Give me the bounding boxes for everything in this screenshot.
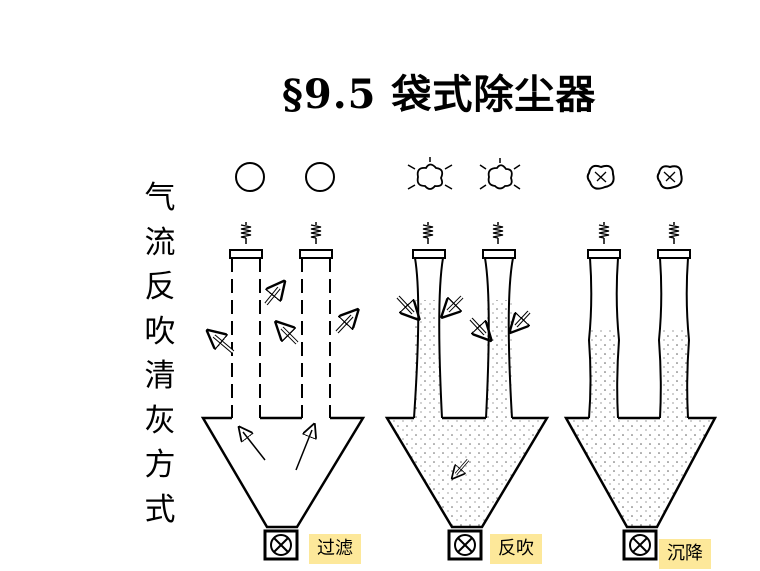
caption-char: 灰 (144, 402, 176, 439)
bag-state-icon (407, 157, 453, 190)
caption-char: 吹 (144, 313, 176, 350)
vertical-caption: 气 流 反 吹 清 灰 方 式 (140, 176, 180, 532)
stage-label-settling: 沉降 (659, 539, 711, 569)
caption-char: 气 (144, 180, 176, 216)
caption-char: 流 (144, 224, 176, 261)
caption-char: 式 (144, 491, 176, 528)
caption-char: 方 (144, 447, 176, 483)
bag-state-icon (656, 165, 683, 190)
page-title: §9.5 袋式除尘器 (282, 71, 597, 118)
bag-state-icon (305, 162, 335, 192)
caption-char: 清 (144, 358, 176, 394)
stage-label-reverse-blow: 反吹 (490, 534, 542, 564)
stage-reverse-blow (384, 157, 550, 561)
stage-label-filter: 过滤 (309, 534, 361, 564)
caption-char: 反 (144, 269, 176, 305)
bag-state-icon (235, 162, 265, 192)
stage-filter (200, 162, 366, 561)
stage-settling (563, 164, 718, 561)
bag-state-icon (479, 158, 521, 190)
bag-state-icon (586, 164, 615, 190)
